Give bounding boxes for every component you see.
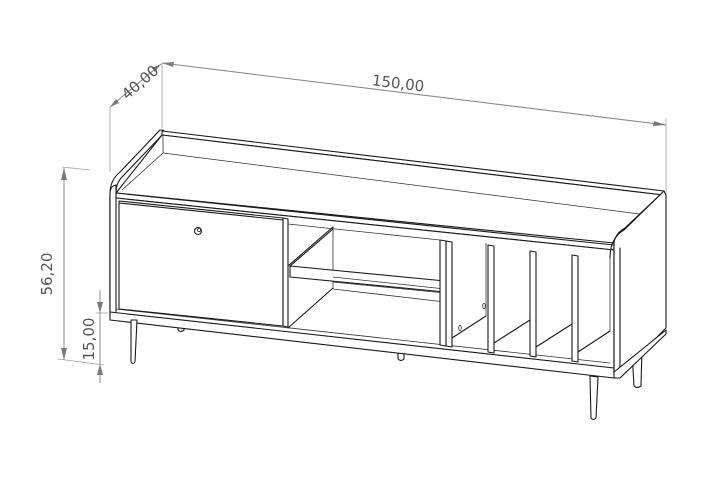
arrow-head-icon bbox=[61, 348, 67, 360]
divider-3 bbox=[529, 250, 537, 358]
leg-front-left bbox=[130, 319, 138, 365]
arrow-head-icon bbox=[162, 62, 174, 67]
arrow-head-icon bbox=[61, 168, 67, 180]
door-panel bbox=[118, 200, 284, 327]
door-side-edge bbox=[282, 217, 289, 328]
right-bottom-edge bbox=[613, 329, 667, 379]
drop-front-door bbox=[118, 200, 289, 328]
divider-1 bbox=[445, 240, 453, 348]
divider-4 bbox=[571, 254, 579, 363]
height-dimension-label: 56,20 bbox=[38, 253, 56, 296]
arrow-head-icon bbox=[152, 64, 161, 72]
divider-2 bbox=[487, 244, 495, 354]
record-dividers bbox=[439, 239, 611, 363]
leg-front-right bbox=[589, 375, 599, 421]
height-dimension: 56,20 bbox=[38, 166, 105, 366]
right-side-panel bbox=[609, 190, 667, 379]
arrow-head-icon bbox=[110, 99, 119, 107]
depth-dimension-label: 40,00 bbox=[118, 61, 162, 103]
arrow-head-icon bbox=[653, 121, 666, 126]
arrow-head-icon bbox=[97, 364, 103, 375]
width-dimension-label: 150,00 bbox=[371, 71, 425, 95]
leg-height-dimension-label: 15,00 bbox=[80, 318, 98, 361]
front-legs bbox=[130, 319, 599, 421]
center-partition bbox=[439, 239, 447, 347]
leg-height-dimension: 15,00 bbox=[80, 290, 108, 383]
left-front-edge bbox=[109, 184, 117, 319]
arrow-head-icon bbox=[97, 302, 103, 313]
open-compartment bbox=[287, 223, 446, 329]
